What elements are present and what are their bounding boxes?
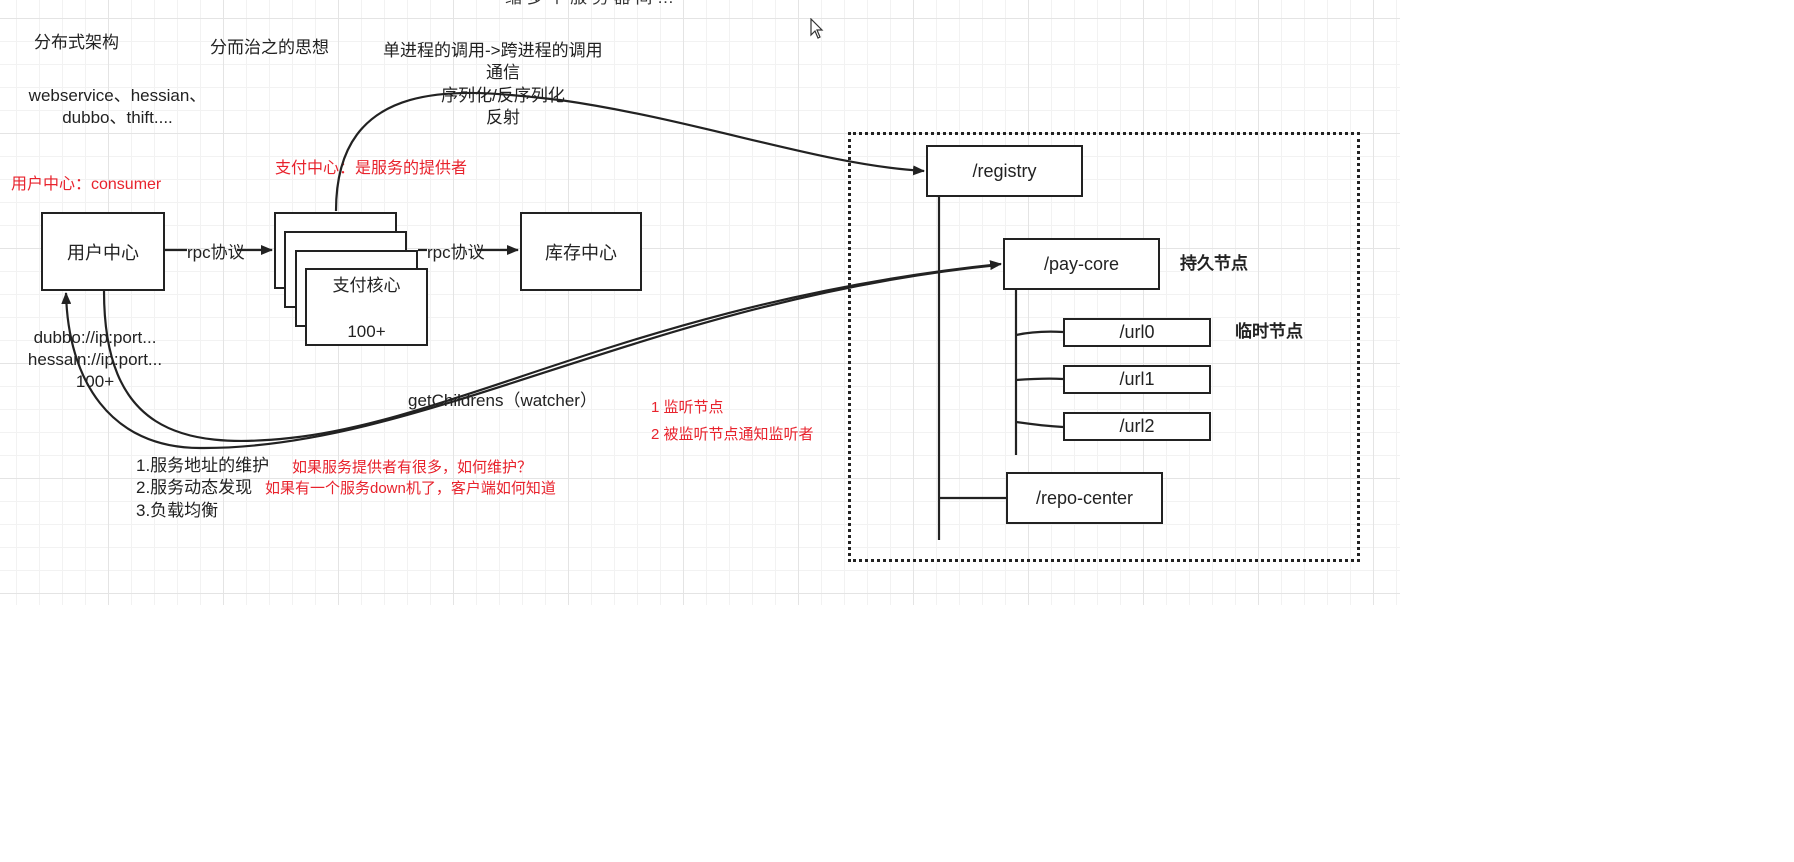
url2-label: /url2 [1119, 416, 1155, 436]
label-watch-1: 1 监听节点 [651, 399, 724, 416]
label-issue-3: 3.负载均衡 [136, 501, 219, 520]
url2-node: /url2 [1063, 412, 1211, 441]
label-divide-conquer: 分而治之的思想 [210, 38, 329, 57]
label-get-children: getChildrens（watcher） [408, 391, 597, 410]
label-serialize: 序列化/反序列化 [441, 86, 565, 105]
label-frameworks-1: webservice、hessian、 [28, 86, 207, 105]
user-center-box: 用户中心 [41, 212, 165, 291]
label-single-to-cross: 单进程的调用->跨进程的调用 [383, 41, 603, 60]
label-addr-3: 100+ [75, 372, 115, 391]
diagram-canvas: 缩 多 个 服 务 器 间 … 分布式架构 分而治之的思想 单进程的调用->跨进… [0, 0, 1400, 605]
branch-url1 [1015, 377, 1064, 382]
pay-core-label: 支付核心 [332, 276, 401, 295]
label-temp-node: 临时节点 [1235, 322, 1303, 341]
branch-url0 [1015, 330, 1064, 337]
label-reflect: 反射 [486, 108, 520, 127]
label-issue-2-question: 如果有一个服务down机了，客户端如何知道 [265, 480, 556, 497]
registry-node: /registry [926, 145, 1083, 197]
label-comm: 通信 [486, 63, 520, 82]
url0-node: /url0 [1063, 318, 1211, 347]
label-rpc-2: rpc协议 [427, 243, 485, 262]
label-watch-2: 2 被监听节点通知监听者 [651, 426, 814, 443]
repo-center-node: /repo-center [1006, 472, 1163, 524]
stock-center-label: 库存中心 [545, 242, 617, 263]
repo-center-label: /repo-center [1035, 487, 1134, 508]
user-center-label: 用户中心 [67, 242, 139, 263]
url1-label: /url1 [1119, 369, 1155, 389]
branch-url2 [1015, 420, 1064, 429]
register-arrow [334, 91, 925, 212]
label-rpc-1: rpc协议 [187, 243, 245, 262]
label-addr-2: hessain://ip:port... [27, 350, 163, 369]
label-pay-provider: 支付中心：是服务的提供者 [275, 160, 468, 177]
pay-core-node-label: /pay-core [1043, 253, 1120, 274]
mouse-pointer-icon [810, 18, 824, 39]
notify-arrow-to-user [61, 263, 999, 450]
label-persistent-node: 持久节点 [1180, 254, 1248, 273]
stock-center-box: 库存中心 [520, 212, 642, 291]
label-issue-1: 1.服务地址的维护 [136, 456, 270, 475]
registry-label: /registry [972, 160, 1037, 181]
pay-core-box: 支付核心 100+ [305, 268, 428, 346]
connector-layer [61, 91, 1064, 540]
pay-core-count: 100+ [347, 322, 386, 341]
watch-arrow-to-pay-core [102, 260, 1002, 443]
url1-node: /url1 [1063, 365, 1211, 394]
label-distributed-arch: 分布式架构 [34, 33, 119, 52]
label-addr-1: dubbo://ip:port... [33, 328, 157, 347]
clipped-title: 缩 多 个 服 务 器 间 … [505, 0, 674, 8]
label-user-consumer: 用户中心：consumer [11, 176, 162, 193]
url0-label: /url0 [1119, 322, 1155, 342]
label-issue-2: 2.服务动态发现 [136, 478, 253, 497]
label-frameworks-2: dubbo、thift.... [62, 108, 173, 127]
registry-frame [848, 132, 1360, 562]
label-issue-1-question: 如果服务提供者有很多，如何维护？ [292, 459, 533, 476]
pay-core-node: /pay-core [1003, 238, 1160, 290]
